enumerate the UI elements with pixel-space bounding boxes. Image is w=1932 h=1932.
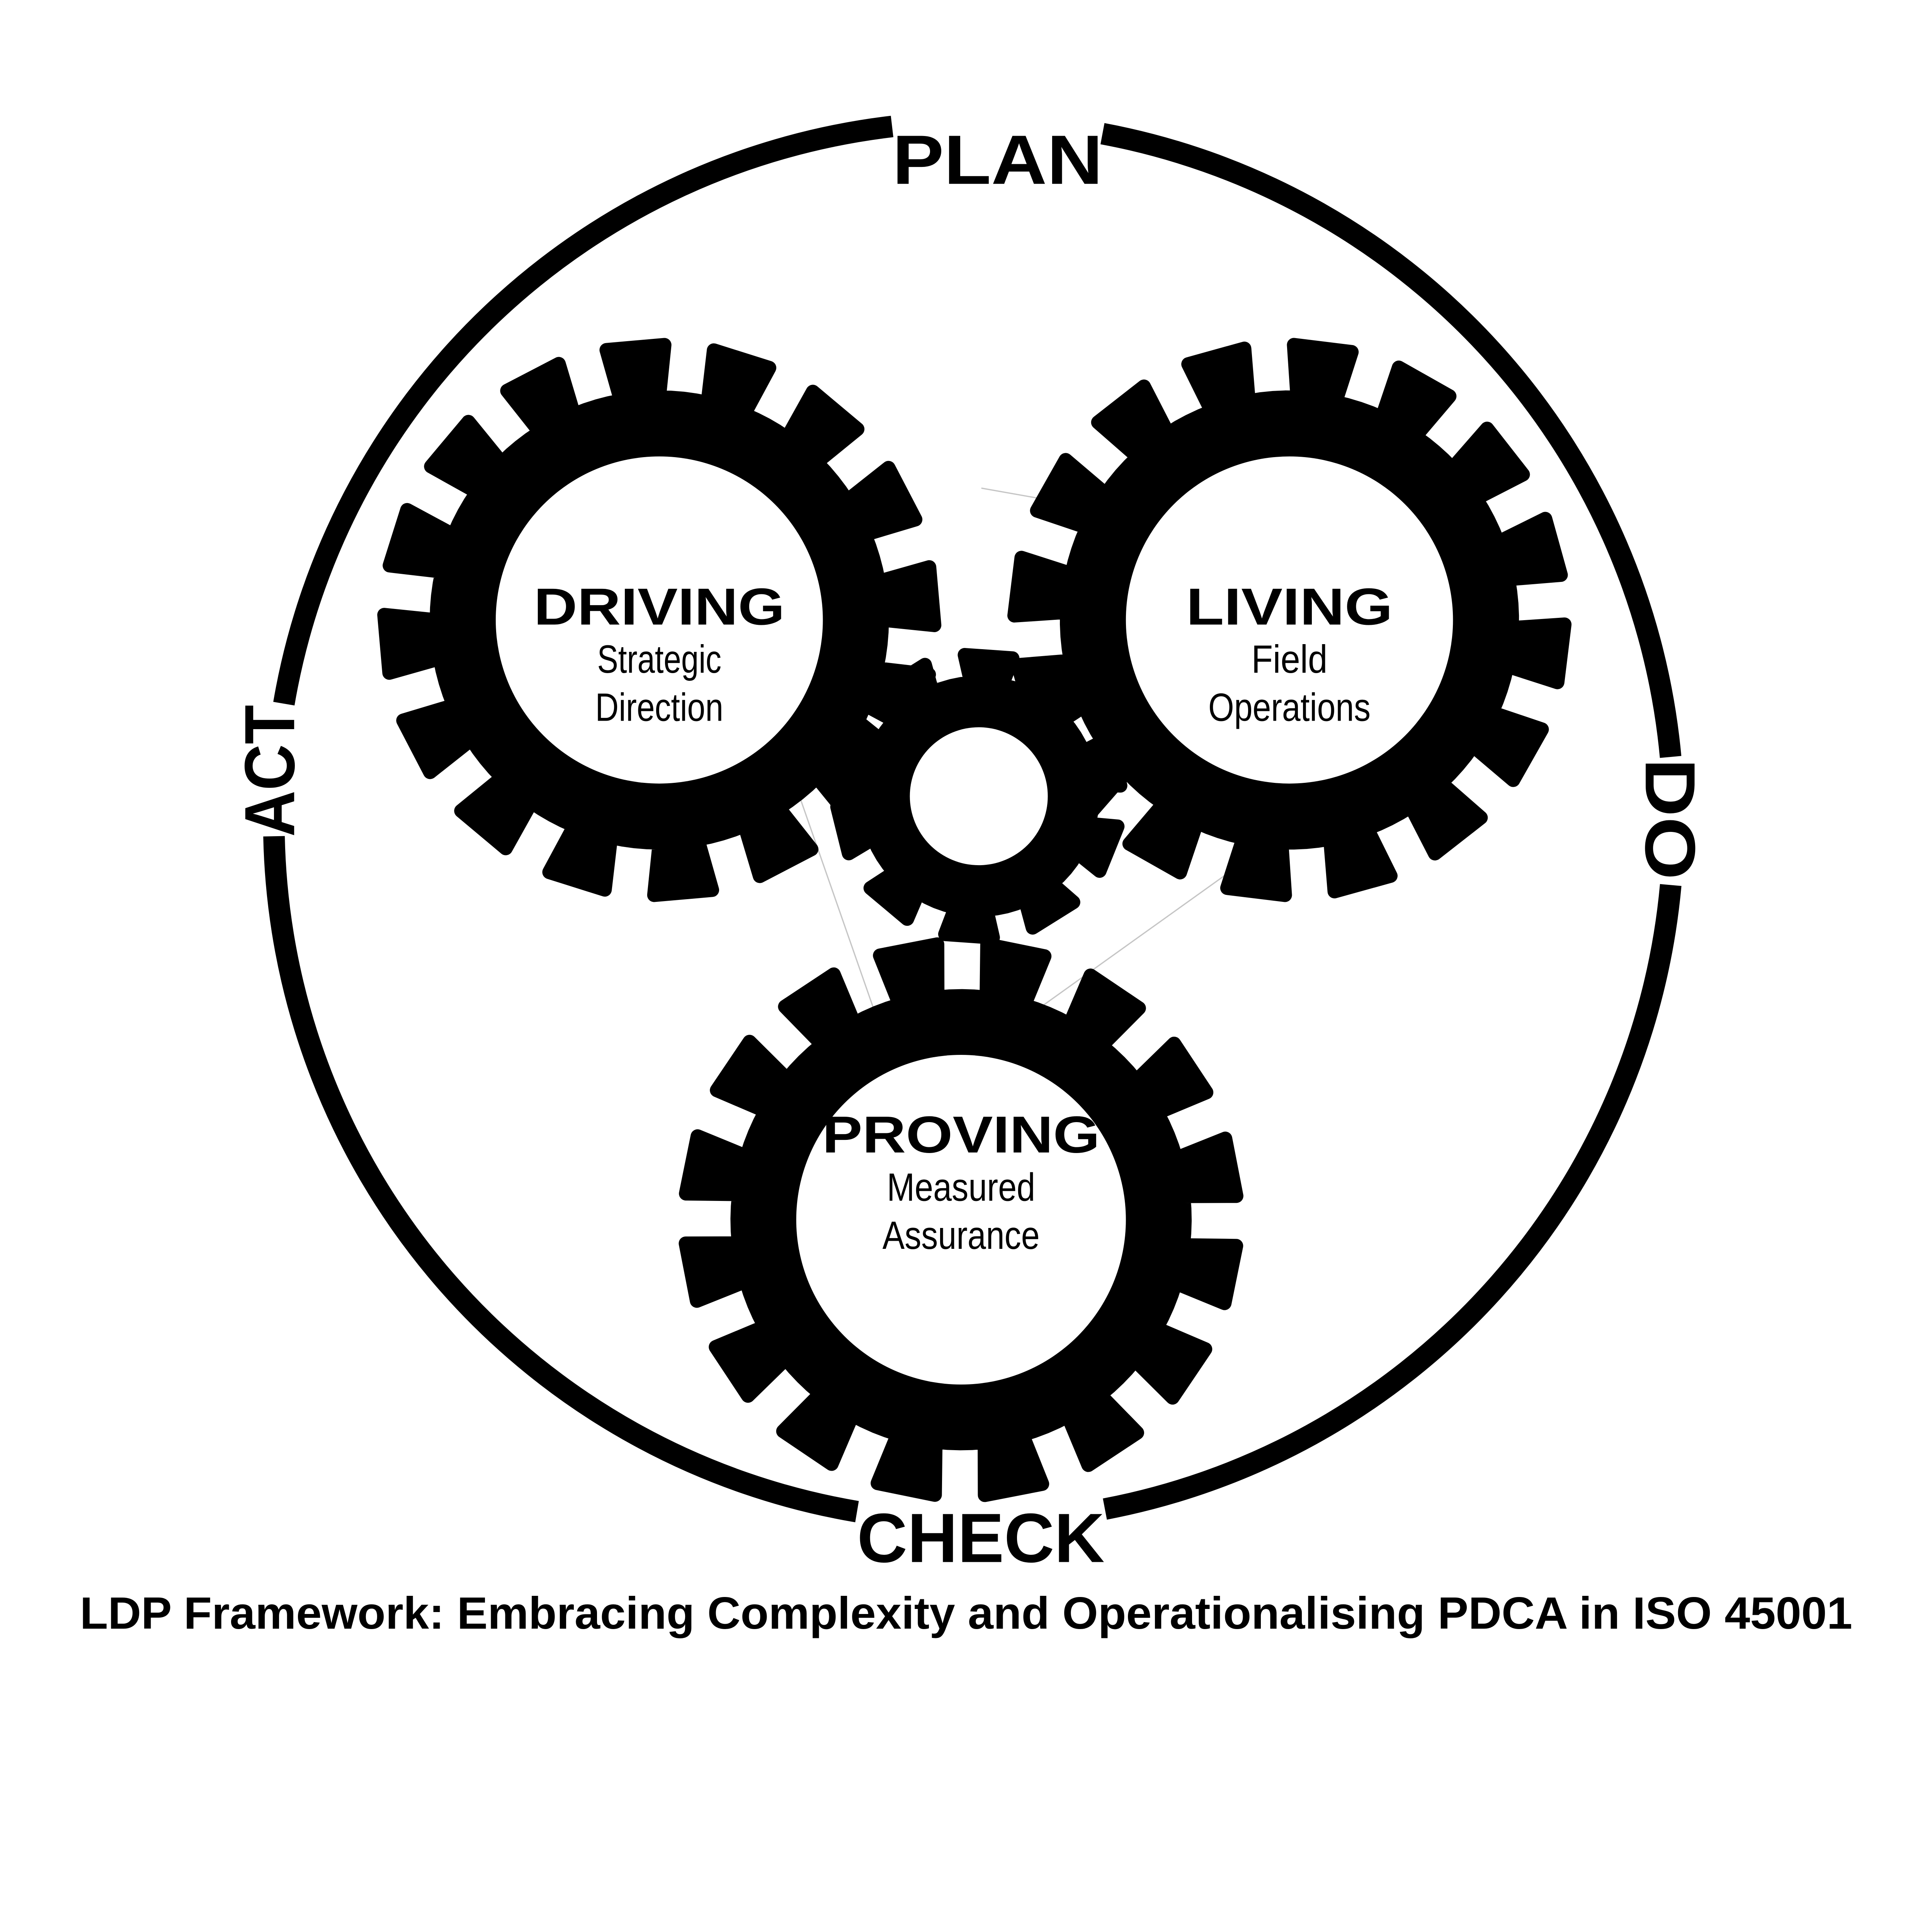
gear-proving-title: PROVING xyxy=(822,1105,1100,1164)
diagram-caption: LDP Framework: Embracing Complexity and … xyxy=(80,1588,1852,1638)
gear-driving-subtitle-2: Direction xyxy=(595,685,723,730)
gear-center xyxy=(830,648,1128,945)
gear-living-subtitle-2: Operations xyxy=(1208,685,1371,730)
pdca-ring xyxy=(263,116,1682,1522)
gear-living: LIVING Field Operations xyxy=(1007,338,1572,902)
gear-face xyxy=(1126,456,1453,784)
cycle-labels: PLAN DO CHECK ACT xyxy=(230,121,1710,1577)
ring-arc-bottom-left xyxy=(263,836,859,1522)
cycle-label-do: DO xyxy=(1631,758,1710,880)
ring-arc-bottom-right xyxy=(1103,884,1682,1520)
ring-arc-top-right xyxy=(1100,123,1682,758)
gear-living-subtitle-1: Field xyxy=(1252,637,1328,681)
pdca-gears-diagram: DRIVING Strategic Direction LIVING Field… xyxy=(80,116,1852,1639)
ring-arc-top-left xyxy=(273,116,893,706)
gear-living-title: LIVING xyxy=(1186,577,1393,636)
cycle-label-check: CHECK xyxy=(857,1500,1105,1577)
gear-face xyxy=(796,1055,1126,1385)
gear-driving-title: DRIVING xyxy=(534,577,785,636)
gear-face xyxy=(495,456,823,784)
gear-proving-subtitle-1: Measured xyxy=(887,1165,1035,1209)
gear-proving: PROVING Measured Assurance xyxy=(679,937,1243,1502)
cycle-label-act: ACT xyxy=(230,705,309,837)
gear-driving: DRIVING Strategic Direction xyxy=(377,338,942,902)
gear-driving-subtitle-1: Strategic xyxy=(597,637,721,681)
cycle-label-plan: PLAN xyxy=(892,121,1103,199)
gear-proving-subtitle-2: Assurance xyxy=(883,1213,1040,1257)
gear-hole xyxy=(910,727,1048,866)
